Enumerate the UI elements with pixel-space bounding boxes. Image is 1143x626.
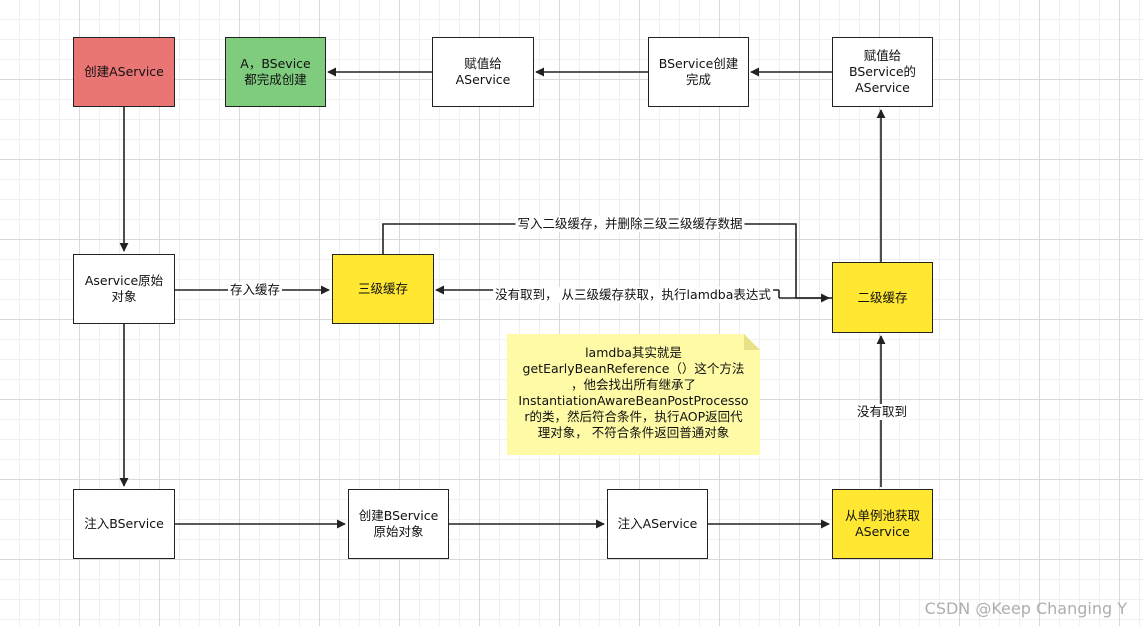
get-from-singleton-node[interactable]: 从单例池获取 AService: [832, 489, 933, 559]
not-found-edge-label: 没有取到: [854, 404, 910, 420]
inject-aservice-label: 注入AService: [617, 516, 698, 531]
assign-bservice-aservice-label: 赋值给 BService的 AService: [848, 48, 917, 95]
ab-done-label: A，BSevice 都完成创建: [240, 56, 311, 87]
aservice-raw-label: Aservice原始 对象: [84, 273, 164, 304]
level2-cache-label: 二级缓存: [857, 289, 908, 305]
lambda-note: [507, 334, 760, 455]
create-bservice-raw-node[interactable]: 创建BService 原始对象: [348, 489, 449, 559]
inject-bservice-node[interactable]: 注入BService: [73, 489, 175, 559]
level2-cache-node[interactable]: 二级缓存: [832, 262, 933, 333]
level3-cache-label: 三级缓存: [357, 281, 408, 296]
ab-done-node[interactable]: A，BSevice 都完成创建: [225, 37, 326, 107]
aservice-raw-node[interactable]: Aservice原始 对象: [73, 254, 175, 324]
not-found-level3-edge-label: 没有取到， 从三级缓存获取，执行lamdba表达式: [493, 287, 773, 303]
lambda-note-text: lamdba其实就是 getEarlyBeanReference（）这个方法 ，…: [518, 345, 749, 440]
inject-bservice-label: 注入BService: [84, 516, 164, 531]
assign-aservice-node[interactable]: 赋值给 AService: [432, 37, 534, 107]
csdn-watermark: CSDN @Keep Changing Y: [924, 599, 1127, 618]
assign-aservice-label: 赋值给 AService: [455, 56, 511, 87]
create-bservice-raw-label: 创建BService 原始对象: [358, 508, 439, 539]
create-aservice-node[interactable]: 创建AService: [73, 37, 175, 107]
edge-level3-to-level2: [382, 223, 830, 303]
inject-aservice-node[interactable]: 注入AService: [607, 489, 708, 559]
write-level2-edge-label: 写入二级缓存，并删除三级三级缓存数据: [515, 216, 745, 232]
bservice-done-node[interactable]: BService创建 完成: [648, 37, 749, 107]
create-aservice-label: 创建AService: [84, 64, 164, 79]
bservice-done-label: BService创建 完成: [658, 56, 739, 87]
assign-bservice-aservice-node[interactable]: 赋值给 BService的 AService: [832, 37, 933, 107]
get-from-singleton-label: 从单例池获取 AService: [844, 508, 920, 539]
level3-cache-node[interactable]: 三级缓存: [332, 254, 434, 324]
store-cache-edge-label: 存入缓存: [227, 282, 283, 298]
